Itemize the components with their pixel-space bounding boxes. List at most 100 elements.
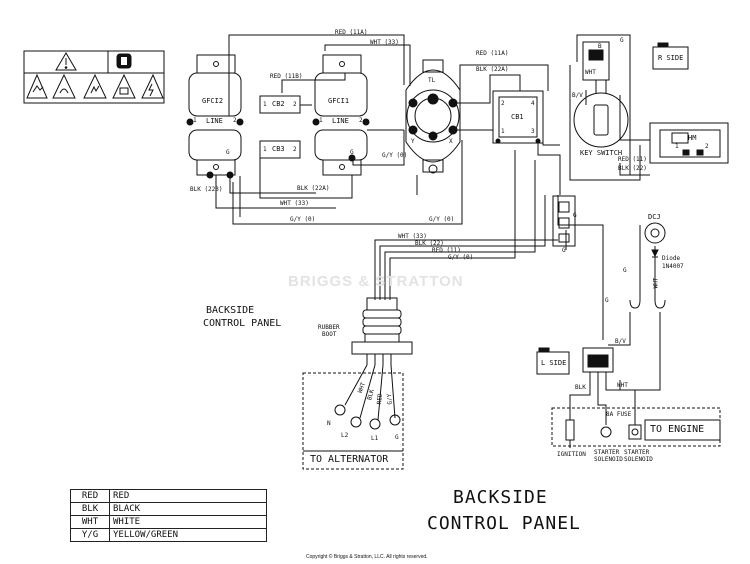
starter-label-2b: SOLENOID (624, 456, 653, 463)
watermark: BRIGGS & STRATTON (288, 273, 464, 290)
cb2-term-2: 2 (293, 101, 297, 108)
gfci1-term-g: G (350, 149, 354, 156)
dcj-jack (608, 222, 666, 391)
alt-gy-label: G/Y (385, 393, 394, 405)
cb1-term-1: 1 (501, 128, 505, 135)
engine-box (551, 407, 721, 448)
wire-bv-b: B/V (615, 338, 626, 345)
wire-wht-33-bundle: WHT (33) (398, 233, 427, 240)
ignition-label: IGNITION (557, 451, 586, 458)
starter-label-1: STARTER (594, 449, 620, 456)
wire-wht-33-top: WHT (33) (370, 39, 399, 46)
warning-icons-panel (23, 50, 165, 104)
l-side-connector (536, 351, 570, 375)
wire-red-11b: RED (11B) (270, 73, 303, 80)
r-side-connector (652, 46, 689, 70)
wire-wht-33-mid: WHT (33) (280, 200, 309, 207)
legend-code: WHT (70, 515, 110, 529)
alt-l2-label: L2 (341, 432, 349, 439)
wire-wht-a: WHT (652, 277, 660, 289)
wire-red-11-hm: RED (11) (618, 156, 647, 163)
cb1-term-3: 3 (531, 128, 535, 135)
wire-g-d: G (605, 297, 609, 304)
wire-gy-0-low2: G/Y (0) (429, 216, 455, 223)
wire-g-a: G (620, 37, 624, 44)
gfci2-term-1: 1 (193, 117, 197, 124)
alt-red-label: RED (375, 393, 384, 405)
gfci1-line-label: LINE (332, 117, 349, 125)
to-engine-label: TO ENGINE (650, 424, 705, 435)
alt-n-label: N (327, 420, 331, 427)
harness-connector (552, 195, 576, 247)
hm-label: HM (688, 134, 697, 142)
legend-code: BLK (70, 502, 110, 516)
backside-small-1: BACKSIDE (206, 305, 255, 316)
gfci2-term-2: 2 (233, 117, 237, 124)
backside-title-2: CONTROL PANEL (427, 513, 581, 534)
gfci2-term-g: G (226, 149, 230, 156)
gfci1-outlet (312, 54, 370, 176)
gfci2-label: GFCI2 (202, 97, 224, 105)
legend-code: RED (70, 489, 110, 503)
starter-relay (569, 347, 636, 425)
twist-lock-x: X (449, 138, 453, 145)
wire-blk-22-hm: BLK (22) (618, 165, 647, 172)
wire-blk-223: BLK (223) (190, 186, 223, 193)
diode-label-2: 1N4007 (662, 263, 684, 270)
r-side-label: R SIDE (658, 54, 684, 62)
top-wires (215, 34, 650, 225)
hour-meter (649, 122, 729, 164)
starter-label-1b: SOLENOID (594, 456, 623, 463)
legend-code: Y/G (70, 528, 110, 542)
gfci1-label: GFCI1 (328, 97, 350, 105)
copyright: Copyright © Briggs & Stratton, LLC. All … (306, 554, 428, 560)
rubber-boot (351, 297, 413, 365)
diode-label-1: Diode (662, 255, 681, 262)
fuse-label: 8A FUSE (606, 411, 632, 418)
wire-bundle (374, 150, 604, 340)
hm-term-2: 2 (705, 143, 709, 150)
wire-g-b: G (573, 212, 577, 219)
twist-lock-outlet (405, 59, 461, 174)
wire-gy-0-bundle: G/Y (0) (448, 254, 474, 261)
wire-g-e: G (562, 247, 566, 254)
alternator-box (302, 364, 404, 470)
cb3-term-2: 2 (293, 146, 297, 153)
wire-gy-0-mid: G/Y (0) (382, 152, 408, 159)
alt-l1-label: L1 (371, 435, 379, 442)
key-switch-label: KEY SWITCH (580, 149, 623, 157)
rubber-boot-label-2: BOOT (322, 331, 337, 338)
alt-g-label: G (395, 434, 399, 441)
twist-lock-label: TL (428, 77, 436, 84)
backside-title-1: BACKSIDE (453, 487, 548, 508)
gfci1-term-1: 1 (319, 117, 323, 124)
cb3-breaker (259, 140, 301, 159)
to-alternator-label: TO ALTERNATOR (310, 454, 389, 465)
cb1-term-2: 2 (501, 100, 505, 107)
key-switch (573, 41, 629, 148)
gfci1-term-2: 2 (359, 117, 363, 124)
wire-red-11-bundle: RED (11) (432, 247, 461, 254)
gfci2-line-label: LINE (206, 117, 223, 125)
key-switch-wht: WHT (585, 69, 596, 76)
cb3-label: CB3 (272, 145, 285, 153)
wire-wht-b: WHT (617, 382, 628, 389)
cb1-label: CB1 (511, 113, 524, 121)
key-switch-b: B (598, 43, 602, 50)
wire-g-c: G (623, 267, 627, 274)
backside-small-2: CONTROL PANEL (203, 318, 282, 329)
l-side-label: L SIDE (541, 359, 567, 367)
legend-color-name: RED (109, 489, 267, 503)
cb2-label: CB2 (272, 100, 285, 108)
wire-blk-22a-bottom: BLK (22A) (297, 185, 330, 192)
wire-gy-0-low: G/Y (0) (290, 216, 316, 223)
starter-label-2: STARTER (624, 449, 650, 456)
rubber-boot-label-1: RUBBER (318, 324, 340, 331)
wire-blk-22a-right: BLK (22A) (476, 66, 509, 73)
